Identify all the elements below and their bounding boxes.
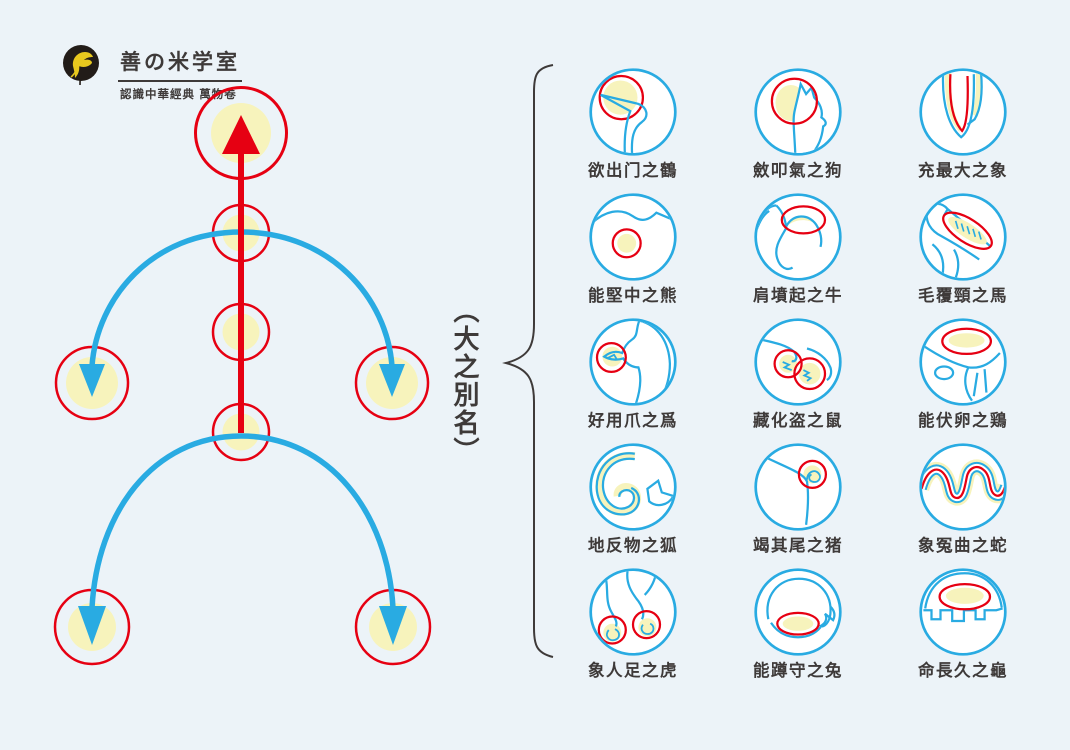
left-foot-arrow-icon — [78, 606, 106, 645]
grid-item-label: 命長久之龜 — [918, 662, 1008, 680]
grid-item-label: 能蹲守之兔 — [753, 662, 843, 680]
big-alias-label: （大之別名） — [450, 297, 480, 465]
grid-item-pig: 竭其尾之猪 — [723, 442, 873, 557]
yellow-bird-logo-icon — [63, 45, 99, 86]
blue-down-arrowheads — [78, 364, 407, 645]
grid-item-label: 欲出门之鶴 — [588, 162, 678, 180]
snake-icon — [919, 443, 1007, 531]
grid-item-crane: 欲出门之鶴 — [558, 67, 708, 182]
grid-item-rat: 藏化盗之鼠 — [723, 317, 873, 432]
fox-icon — [589, 443, 677, 531]
grid-item-label: 地反物之狐 — [588, 537, 678, 555]
right-hand-arrow-icon — [379, 364, 405, 397]
body-diagram — [53, 86, 432, 666]
horse-icon — [919, 193, 1007, 281]
grid-item-horse: 毛覆頸之馬 — [888, 192, 1038, 307]
grid-item-monkey: 好用爪之爲 — [558, 317, 708, 432]
rabbit-icon — [754, 568, 842, 656]
grid-item-dog: 斂叩氣之狗 — [723, 67, 873, 182]
grid-item-ox: 肩墳起之牛 — [723, 192, 873, 307]
grid-item-turtle: 命長久之龜 — [888, 567, 1038, 682]
grid-item-elephant: 充最大之象 — [888, 67, 1038, 182]
logo: 善の米学室 認識中華經典 萬物卷 — [62, 44, 242, 102]
grid-item-label: 竭其尾之猪 — [753, 537, 843, 555]
grid-item-label: 斂叩氣之狗 — [753, 162, 843, 180]
grid-item-label: 毛覆頸之馬 — [918, 287, 1008, 305]
grid-item-label: 好用爪之爲 — [588, 412, 678, 430]
pig-icon — [754, 443, 842, 531]
grid-item-label: 象人足之虎 — [588, 662, 678, 680]
grid-item-label: 象冤曲之蛇 — [918, 537, 1008, 555]
right-foot-arrow-icon — [379, 606, 407, 645]
brace-icon — [502, 64, 554, 658]
ox-icon — [754, 193, 842, 281]
bear-icon — [589, 193, 677, 281]
spine-up-arrow-icon — [222, 115, 260, 433]
dog-icon — [754, 68, 842, 156]
grid-item-bear: 能堅中之熊 — [558, 192, 708, 307]
tiger-icon — [589, 568, 677, 656]
logo-subtitle: 認識中華經典 萬物卷 — [120, 89, 237, 101]
grid-item-label: 能伏卵之鶏 — [918, 412, 1008, 430]
grid-item-label: 能堅中之熊 — [588, 287, 678, 305]
grid-item-snake: 象冤曲之蛇 — [888, 442, 1038, 557]
turtle-icon — [919, 568, 1007, 656]
left-hand-arrow-icon — [79, 364, 105, 397]
grid-item-hen: 能伏卵之鶏 — [888, 317, 1038, 432]
monkey-icon — [589, 318, 677, 406]
grid-item-label: 肩墳起之牛 — [753, 287, 843, 305]
rat-icon — [754, 318, 842, 406]
logo-title: 善の米学室 — [118, 44, 242, 82]
crane-icon — [589, 68, 677, 156]
elephant-icon — [919, 68, 1007, 156]
grid-item-label: 充最大之象 — [918, 162, 1008, 180]
hen-icon — [919, 318, 1007, 406]
grid-item-fox: 地反物之狐 — [558, 442, 708, 557]
grid-item-label: 藏化盗之鼠 — [753, 412, 843, 430]
grid-item-tiger: 象人足之虎 — [558, 567, 708, 682]
leg-arc — [89, 433, 396, 609]
grid-item-rabbit: 能蹲守之兔 — [723, 567, 873, 682]
